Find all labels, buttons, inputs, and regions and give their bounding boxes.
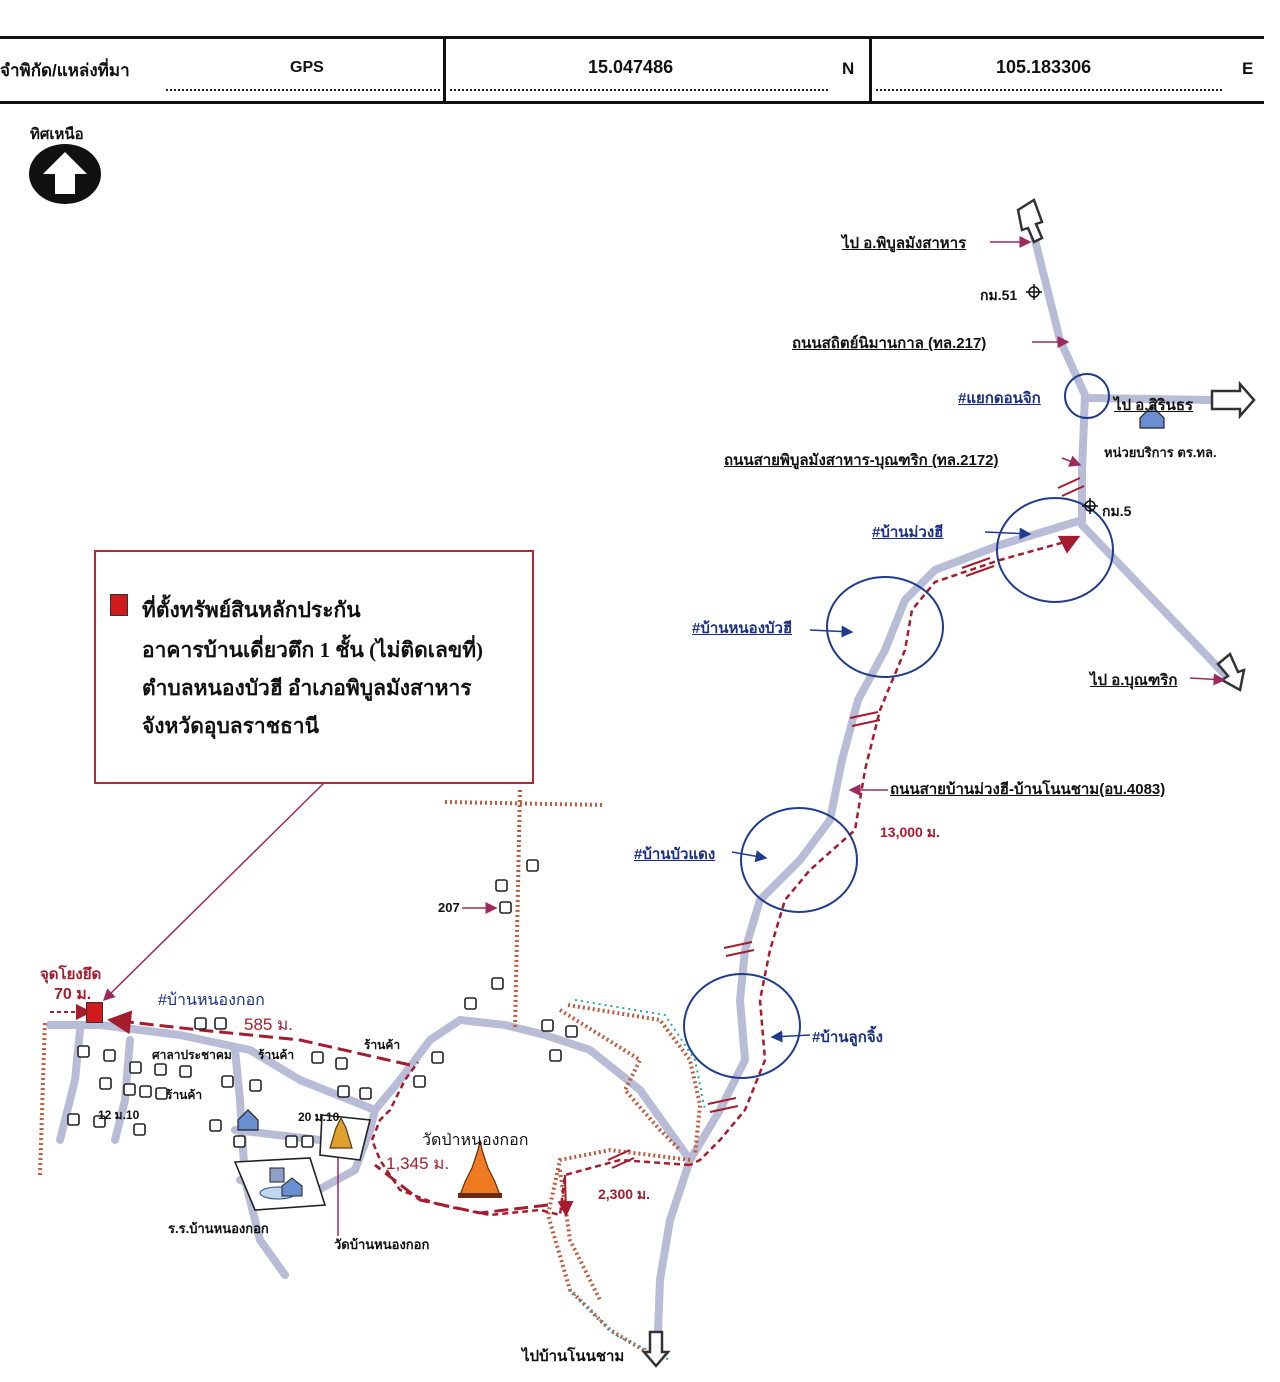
label-ban-luk-ching: #บ้านลูกจิ้ง [812, 1029, 883, 1046]
label-shop-1: ร้านค้า [364, 1038, 401, 1052]
label-anchor-point: จุดโยงยึด [40, 966, 102, 983]
service-unit-icon [1139, 405, 1165, 429]
pagoda-icon [458, 1139, 502, 1198]
house-icons [67, 859, 578, 1148]
label-km5: กม.5 [1102, 503, 1132, 519]
label-road-4083: ถนนสายบ้านม่วงฮี-บ้านโนนชาม(อบ.4083) [890, 781, 1166, 798]
label-km51: กม.51 [980, 287, 1018, 303]
label-sala: ศาลาประชาคม [152, 1048, 232, 1062]
header-divider [443, 39, 446, 101]
label-to-phibun: ไป อ.พิบูลมังสาหาร [842, 235, 967, 252]
property-info-box: ที่ตั้งทรัพย์สินหลักประกัน อาคารบ้านเดี่… [94, 550, 534, 784]
latitude-value: 15.047486 [588, 57, 674, 77]
route-path [107, 1010, 549, 1215]
property-marker [86, 1002, 103, 1023]
north-label: ทิศเหนือ [30, 126, 84, 143]
label-pointers [102, 236, 1226, 1236]
label-wat-pa: วัดป่าหนองกอก [422, 1132, 529, 1149]
dotted-line [450, 89, 828, 91]
direction-arrows [641, 198, 1256, 1368]
info-line-2: อาคารบ้านเดี่ยวตึก 1 ชั้น (ไม่ติดเลขที่) [142, 638, 484, 662]
north-arrow-icon [29, 144, 101, 204]
label-to-buntharik: ไป อ.บุณฑริก [1090, 672, 1178, 689]
label-shop-2: ร้านค้า [258, 1048, 295, 1062]
longitude-direction: E [1242, 59, 1254, 78]
label-service-unit: หน่วยบริการ ตร.ทล. [1104, 445, 1217, 460]
legend-marker [110, 594, 128, 616]
label-ban-nong-bua-hi: #บ้านหนองบัวฮี [692, 620, 793, 637]
route-arrow [557, 1174, 574, 1217]
label-ban-nong-kok: #บ้านหนองกอก [158, 992, 265, 1009]
village-circles [683, 373, 1114, 1079]
info-line-3: ตำบลหนองบัวฮี อำเภอพิบูลมังสาหาร [142, 676, 472, 700]
label-ban-bua-daeng: #บ้านบัวแดง [634, 846, 716, 863]
label-school: ร.ร.บ้านหนองกอก [168, 1221, 269, 1236]
label-207: 207 [438, 900, 460, 915]
temple-icon [319, 1114, 371, 1161]
longitude-value: 105.183306 [996, 57, 1092, 77]
route-arrow [1057, 535, 1081, 554]
school-icon [233, 1157, 327, 1211]
label-wat-ban: วัดบ้านหนองกอก [334, 1237, 430, 1252]
label-road-2172: ถนนสายพิบูลมังสาหาร-บุณฑริก (ทล.2172) [724, 452, 999, 469]
dotted-line [876, 89, 1222, 91]
label-dist-1345: 1,345 ม. [386, 1154, 450, 1173]
label-shop-3: ร้านค้า [166, 1088, 203, 1102]
label-dist-585: 585 ม. [244, 1015, 294, 1034]
header-divider [869, 39, 872, 101]
gps-source: GPS [290, 59, 324, 76]
label-to-sirindhorn: ไป อ.สิรินธร [1114, 397, 1194, 414]
label-ban-muang-si: #บ้านม่วงฮี [872, 524, 944, 541]
latitude-direction: N [842, 59, 855, 78]
label-house-12: 12 ม.10 [98, 1108, 140, 1122]
coord-source-label: จำพิกัด/แหล่งที่มา [0, 61, 130, 80]
label-dist-13000: 13,000 ม. [880, 824, 940, 840]
label-house-20: 20 ม.10 [298, 1110, 340, 1124]
label-pointers [731, 527, 1032, 1043]
info-line-1: ที่ตั้งทรัพย์สินหลักประกัน [142, 598, 361, 622]
dotted-line [166, 89, 440, 91]
label-to-non-cham: ไปบ้านโนนชาม [522, 1348, 625, 1365]
label-dist-2300: 2,300 ม. [598, 1186, 651, 1202]
rail-track [38, 789, 703, 1362]
info-line-4: จังหวัดอุบลราชธานี [142, 714, 319, 738]
crossing-marks [607, 477, 1085, 1169]
label-junction: #แยกดอนจิก [958, 390, 1041, 407]
km-marker-icon [1026, 284, 1098, 514]
label-road-217: ถนนสถิตย์นิมานกาล (ทล.217) [792, 335, 987, 352]
coordinate-header: จำพิกัด/แหล่งที่มา GPS 15.047486 N 105.1… [0, 36, 1264, 104]
label-dist-70: 70 ม. [54, 986, 92, 1003]
house-blue-icon [237, 1109, 259, 1131]
